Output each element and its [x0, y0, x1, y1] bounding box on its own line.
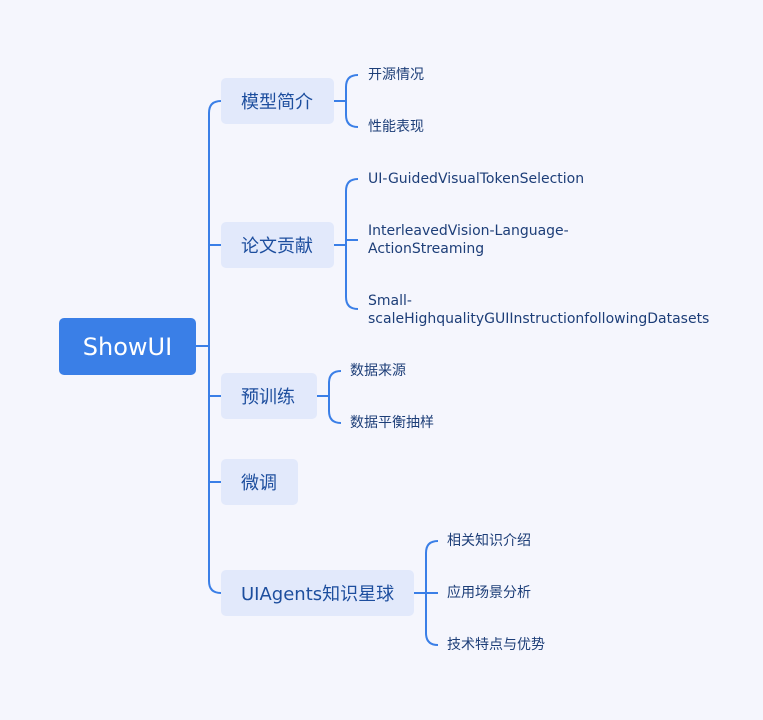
leaf-token-selection[interactable]: UI-GuidedVisualTokenSelection	[368, 171, 585, 187]
topic-label: 论文贡献	[241, 236, 313, 257]
topic-pretraining[interactable]: 预训练	[221, 373, 317, 419]
leaf-tech-advantages[interactable]: 技术特点与优势	[447, 637, 545, 653]
root-label: ShowUI	[82, 332, 173, 361]
leaf-data-source[interactable]: 数据来源	[350, 363, 406, 379]
leaf-interleaved-streaming[interactable]: InterleavedVision-Language- ActionStream…	[368, 223, 569, 257]
connector-topic3-branch	[328, 370, 342, 424]
connector-topic1-branch	[345, 74, 359, 128]
topic-label: 微调	[241, 473, 277, 494]
leaf-gui-datasets[interactable]: Small- scaleHighqualityGUIInstructionfol…	[368, 293, 710, 327]
topic-label: 模型简介	[241, 92, 313, 113]
root-node[interactable]: ShowUI	[59, 318, 196, 375]
topic-paper-contributions[interactable]: 论文贡献	[221, 222, 334, 268]
leaf-open-source[interactable]: 开源情况	[368, 67, 424, 83]
leaf-balanced-sampling[interactable]: 数据平衡抽样	[350, 415, 434, 431]
leaf-application-scenarios[interactable]: 应用场景分析	[447, 585, 531, 601]
connector-trunk	[208, 100, 222, 594]
topic-finetuning[interactable]: 微调	[221, 459, 298, 505]
topic-label: UIAgents知识星球	[241, 584, 395, 605]
leaf-knowledge-intro[interactable]: 相关知识介绍	[447, 533, 531, 549]
topic-model-intro[interactable]: 模型简介	[221, 78, 334, 124]
leaf-performance[interactable]: 性能表现	[368, 119, 424, 135]
topic-label: 预训练	[241, 387, 295, 408]
connector-topic2-branch	[345, 178, 359, 310]
topic-uiagents-planet[interactable]: UIAgents知识星球	[221, 570, 414, 616]
